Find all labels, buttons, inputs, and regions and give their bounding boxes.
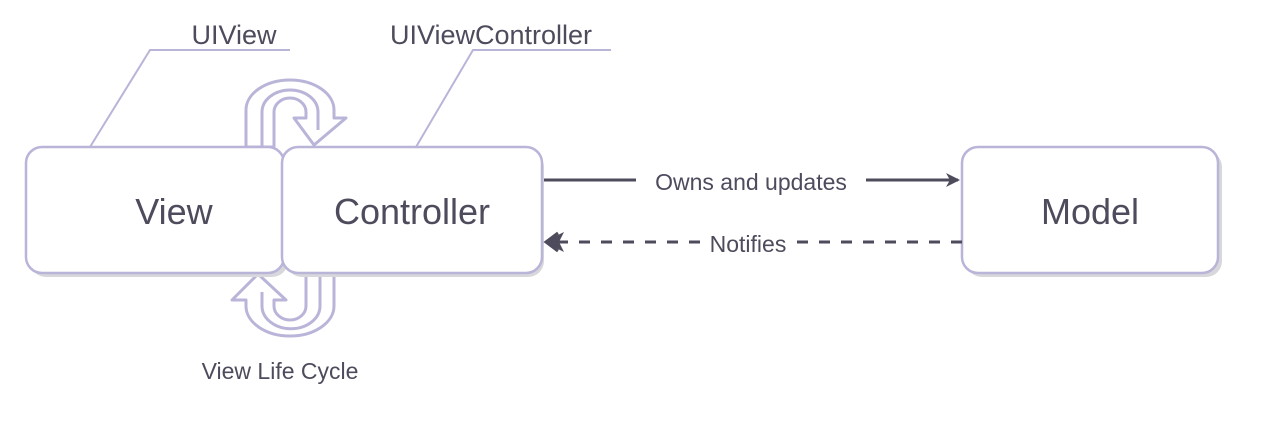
model-label: Model [1041, 191, 1139, 232]
lifecycle-loop-top-icon [244, 78, 348, 149]
uiviewcontroller-callout: UIViewController [390, 20, 611, 148]
view-label: View [135, 191, 213, 232]
view-node: View [24, 145, 288, 277]
arrowhead-left-icon [544, 232, 564, 252]
lifecycle-loop-bottom-icon [230, 271, 336, 338]
view-life-cycle-label: View Life Cycle [202, 358, 359, 384]
owns-edge: Owns and updates [544, 169, 960, 195]
uiview-callout: UIView [89, 20, 290, 148]
uiview-label: UIView [191, 20, 277, 50]
controller-node: Controller [280, 145, 544, 277]
model-node: Model [960, 145, 1222, 277]
uiviewcontroller-label: UIViewController [390, 20, 592, 50]
owns-label: Owns and updates [655, 169, 847, 195]
controller-label: Controller [334, 191, 490, 232]
notifies-edge: Notifies [543, 231, 962, 257]
notifies-label: Notifies [710, 231, 787, 257]
